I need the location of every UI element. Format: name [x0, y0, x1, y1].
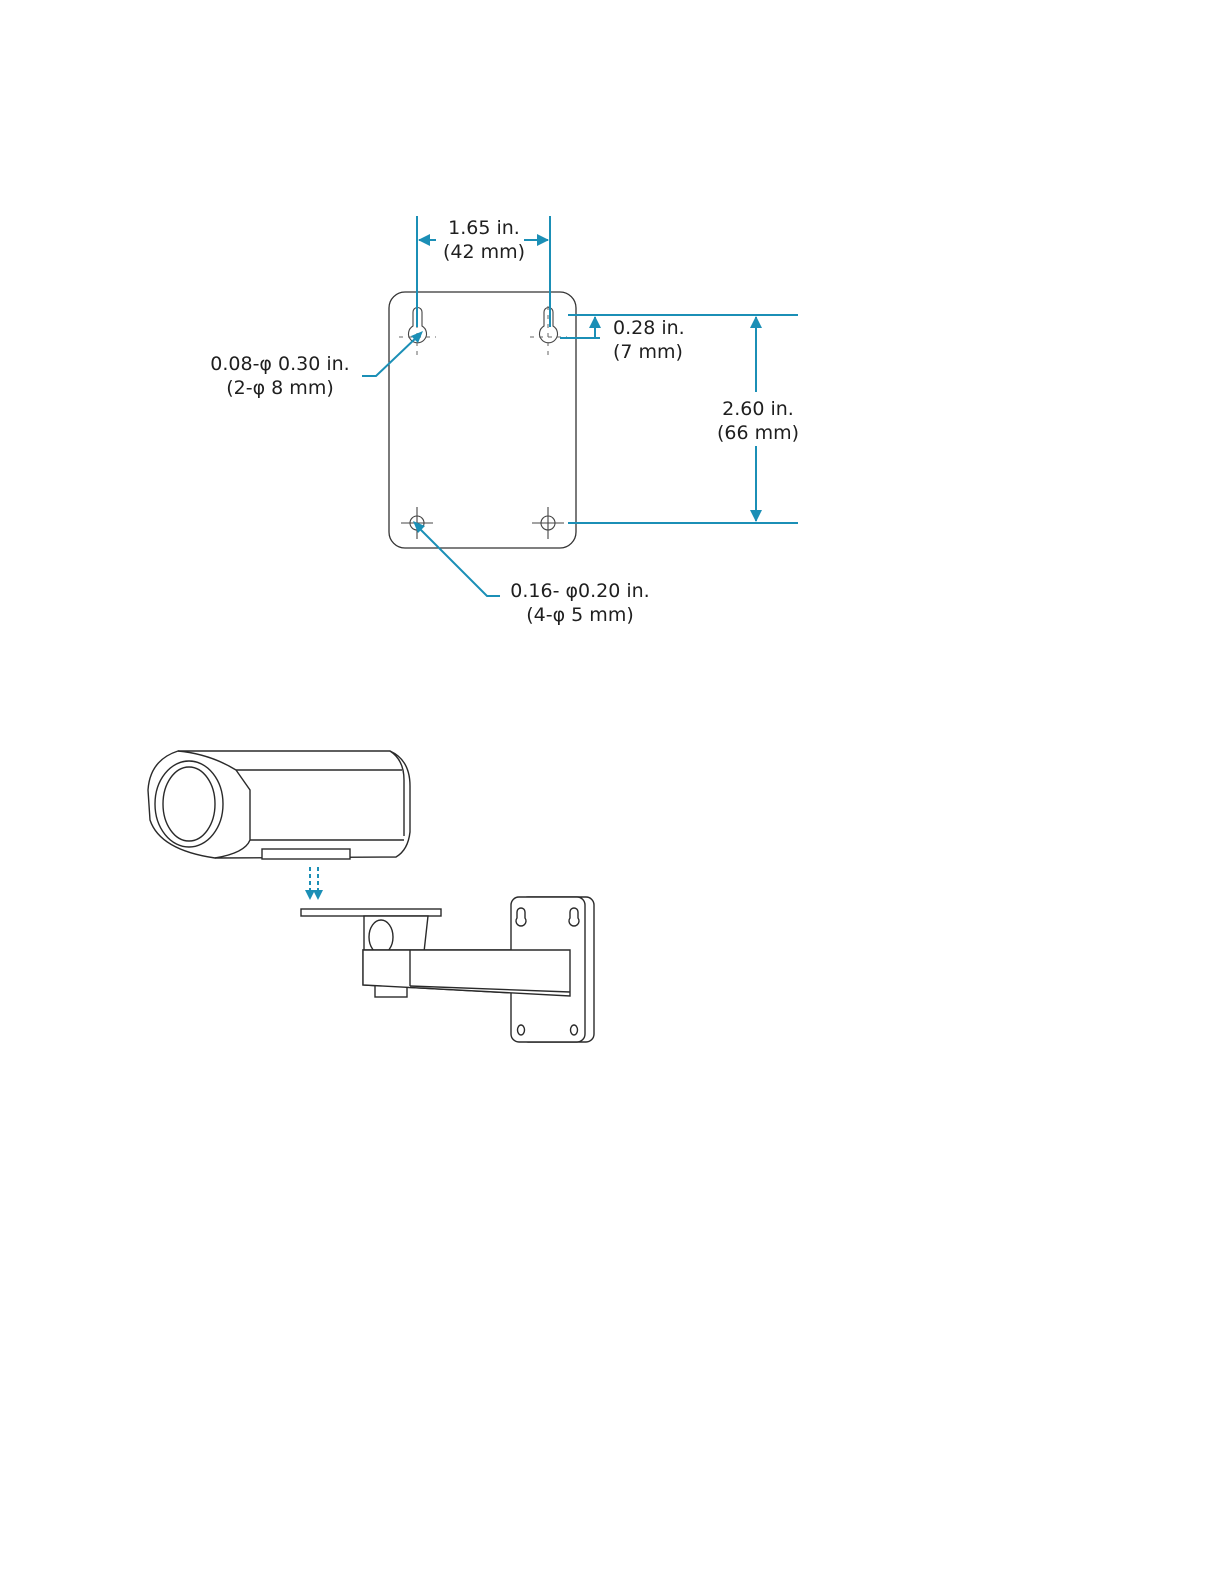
- bracket-swivel-joint: [364, 916, 428, 954]
- mount-direction-arrow: [305, 867, 323, 900]
- camera-mount-illustration: [0, 720, 1224, 1080]
- screw-hole-spec-metric: (4-φ 5 mm): [526, 604, 634, 626]
- keyhole-offset-imperial: 0.28 in.: [613, 317, 685, 339]
- screw-hole-spec-imperial: 0.16- φ0.20 in.: [510, 580, 649, 602]
- vertical-spacing-imperial: 2.60 in.: [722, 398, 794, 420]
- keyhole-spec-metric: (2-φ 8 mm): [226, 377, 334, 399]
- hole-spacing-metric: (42 mm): [443, 241, 525, 263]
- hole-spacing-imperial: 1.65 in.: [448, 217, 520, 239]
- vertical-spacing-metric: (66 mm): [717, 422, 799, 444]
- keyhole-offset-metric: (7 mm): [613, 341, 683, 363]
- bracket-top-plate: [301, 909, 441, 916]
- mounting-plate-drawing: 1.65 in. (42 mm) 0.28 in. (7 mm) 2.60 in…: [0, 0, 1224, 700]
- keyhole-spec-imperial: 0.08-φ 0.30 in.: [210, 353, 349, 375]
- camera-body: [148, 751, 410, 859]
